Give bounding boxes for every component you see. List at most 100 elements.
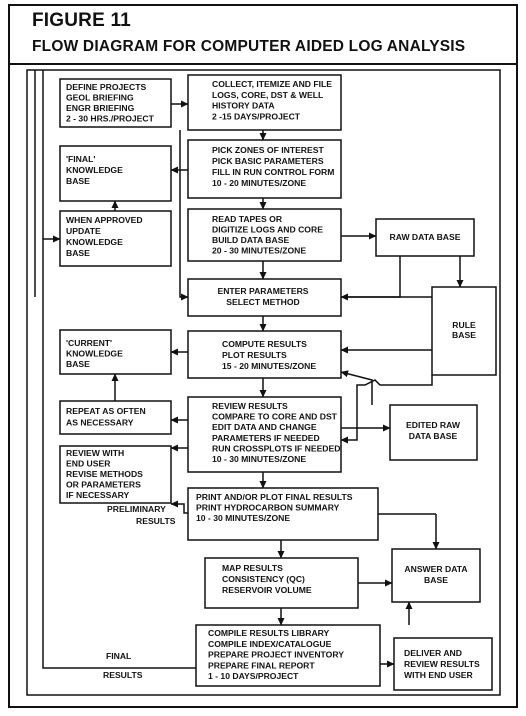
box-text-line: BASE bbox=[66, 248, 90, 258]
box-text-line: 2 - 30 HRS./PROJECT bbox=[66, 114, 155, 124]
box-text-line: BASE bbox=[66, 176, 90, 186]
box-text-line: BASE bbox=[66, 359, 90, 369]
box-text-line: PICK BASIC PARAMETERS bbox=[212, 156, 324, 166]
box-text-line: READ TAPES OR bbox=[212, 214, 283, 224]
box-text-line: SELECT METHOD bbox=[226, 297, 300, 307]
outer-border bbox=[8, 4, 518, 708]
box-text-line: ENGR BRIEFING bbox=[66, 103, 135, 113]
box-text-line: REVISE METHODS bbox=[66, 469, 143, 479]
box-text-line: EDITED RAW bbox=[406, 420, 461, 430]
box-text-line: HISTORY DATA bbox=[212, 101, 275, 111]
box-text-line: 'FINAL' bbox=[66, 154, 95, 164]
label-preliminary: PRELIMINARY bbox=[107, 504, 166, 514]
box-text-line: AS NECESSARY bbox=[66, 418, 134, 428]
box-repeat: REPEAT AS OFTEN AS NECESSARY bbox=[59, 400, 172, 435]
box-text-line: COMPUTE RESULTS bbox=[222, 339, 307, 349]
box-text-line: RESERVOIR VOLUME bbox=[222, 585, 312, 595]
box-text-line: DEFINE PROJECTS bbox=[66, 82, 146, 92]
box-text-line: REPEAT AS OFTEN bbox=[66, 406, 146, 416]
box-text-line: END USER bbox=[66, 459, 111, 469]
box-raw-data-base: RAW DATA BASE bbox=[375, 218, 475, 257]
box-text-line: PLOT RESULTS bbox=[222, 350, 287, 360]
box-text-line: WHEN APPROVED bbox=[66, 215, 143, 225]
box-text-line: FILL IN RUN CONTROL FORM bbox=[212, 167, 334, 177]
box-text-line: PREPARE FINAL REPORT bbox=[208, 660, 315, 670]
box-text-line: PARAMETERS IF NEEDED bbox=[212, 433, 320, 443]
box-text-line: KNOWLEDGE bbox=[66, 165, 123, 175]
box-text-line: DATA BASE bbox=[409, 431, 458, 441]
label-preliminary-results: RESULTS bbox=[136, 516, 176, 526]
box-text-line: PRINT AND/OR PLOT FINAL RESULTS bbox=[196, 492, 353, 502]
box-text-line: IF NECESSARY bbox=[66, 490, 129, 500]
box-text-line: 10 - 30 MINUTES/ZONE bbox=[196, 513, 290, 523]
box-text-line: 1 - 10 DAYS/PROJECT bbox=[208, 671, 299, 681]
box-text-line: 20 - 30 MINUTES/ZONE bbox=[212, 246, 306, 256]
box-text-line: 15 - 20 MINUTES/ZONE bbox=[222, 361, 316, 371]
box-text-line: RULE bbox=[452, 320, 476, 330]
box-text-line: PRINT HYDROCARBON SUMMARY bbox=[196, 503, 340, 513]
box-text-line: 2 -15 DAYS/PROJECT bbox=[212, 111, 301, 121]
box-text-line: BUILD DATA BASE bbox=[212, 235, 289, 245]
box-text-line: GEOL BRIEFING bbox=[66, 93, 134, 103]
box-text-line: RAW DATA BASE bbox=[390, 232, 461, 242]
box-text-line: KNOWLEDGE bbox=[66, 349, 123, 359]
box-text-line: DELIVER AND bbox=[404, 648, 462, 658]
box-text-line: COLLECT, ITEMIZE AND FILE bbox=[212, 79, 332, 89]
box-text-line: 10 - 20 MINUTES/ZONE bbox=[212, 178, 306, 188]
box-repeat-text: REPEAT AS OFTEN AS NECESSARY bbox=[66, 406, 146, 428]
figure-number: FIGURE 11 bbox=[32, 10, 131, 31]
box-text-line: 'CURRENT' bbox=[66, 338, 112, 348]
box-text-line: REVIEW WITH bbox=[66, 448, 124, 458]
box-text-line: BASE bbox=[452, 330, 476, 340]
box-text-line: COMPILE INDEX/CATALOGUE bbox=[208, 639, 332, 649]
box-text-line: BASE bbox=[424, 575, 448, 585]
box-raw-data-base-text: RAW DATA BASE bbox=[390, 232, 461, 242]
box-text-line: LOGS, CORE, DST & WELL bbox=[212, 90, 323, 100]
box-text-line: COMPARE TO CORE AND DST bbox=[212, 412, 338, 422]
box-text-line: ANSWER DATA bbox=[404, 564, 467, 574]
figure-title: FLOW DIAGRAM FOR COMPUTER AIDED LOG ANAL… bbox=[32, 38, 466, 55]
box-text-line: WITH END USER bbox=[404, 670, 474, 680]
box-text-line: REVIEW RESULTS bbox=[212, 401, 288, 411]
box-text-line: EDIT DATA AND CHANGE bbox=[212, 422, 317, 432]
connectors bbox=[34, 70, 464, 669]
box-text-line: 10 - 30 MINUTES/ZONE bbox=[212, 454, 306, 464]
box-text-line: KNOWLEDGE bbox=[66, 237, 123, 247]
label-final: FINAL bbox=[106, 651, 131, 661]
box-text-line: ENTER PARAMETERS bbox=[217, 286, 308, 296]
box-text-line: PICK ZONES OF INTEREST bbox=[212, 145, 324, 155]
box-text-line: PREPARE PROJECT INVENTORY bbox=[208, 650, 344, 660]
